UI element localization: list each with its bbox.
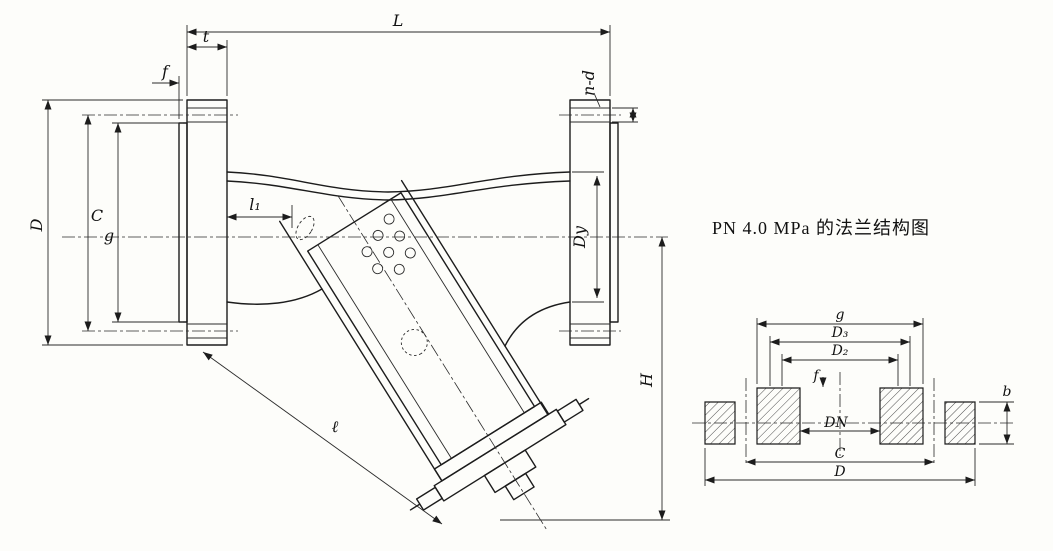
dim-label-ell: ℓ (332, 417, 339, 436)
cap-bolt (556, 398, 584, 423)
dim-flange-b: b (979, 384, 1014, 445)
dim-label-l1: l₁ (249, 195, 261, 214)
dim-t: t (187, 27, 228, 96)
left-flange (82, 99, 238, 346)
dim-label-D: D (27, 218, 46, 232)
dim-label-flange-DN: DN (823, 415, 848, 431)
dim-label-f: f (161, 62, 171, 81)
dim-g: g (104, 122, 183, 323)
dim-flange-f: f (812, 368, 827, 387)
dim-flange-D3: D₃ (769, 325, 911, 386)
hidden-port-ellipse (295, 215, 315, 241)
dim-label-C: C (91, 206, 103, 225)
flange-hatched-section (704, 387, 976, 445)
dim-H: H (500, 237, 670, 521)
dim-n-d: n-d (579, 70, 638, 123)
perforation-holes (361, 213, 416, 275)
flange-section-drawing: g D₃ D₂ f DN C (692, 307, 1016, 486)
dim-label-flange-C: C (835, 446, 846, 462)
dim-Dy: Dy (570, 171, 604, 303)
dim-flange-C: C (746, 446, 934, 466)
dim-flange-D2: D₂ (781, 343, 899, 386)
screen-detail-circle (400, 329, 428, 356)
dim-flange-g: g (756, 307, 924, 384)
dim-label-flange-D: D (833, 464, 845, 480)
dim-label-flange-f: f (812, 368, 821, 384)
cap-bolt (415, 486, 443, 511)
dim-D: D (27, 99, 183, 346)
dim-label-t: t (203, 27, 210, 46)
dim-label-g: g (104, 226, 114, 245)
strainer-body (226, 171, 571, 347)
dim-label-n-d: n-d (579, 70, 598, 96)
right-flange (559, 99, 621, 346)
dim-label-H: H (637, 372, 656, 388)
dim-L: L (186, 11, 611, 96)
dim-l1: l₁ (227, 195, 293, 228)
dim-label-flange-g: g (836, 307, 845, 323)
dim-f: f (152, 62, 180, 119)
dim-label-flange-b: b (1003, 384, 1012, 400)
dim-label-flange-D2: D₂ (831, 343, 849, 359)
dim-C: C (84, 115, 103, 331)
dim-label-L: L (392, 11, 404, 30)
dim-ell: ℓ (202, 351, 443, 525)
dim-flange-DN: DN (800, 415, 880, 435)
y-strainer-drawing: L t f n-d l₁ (27, 11, 670, 531)
dim-flange-D: D (704, 448, 976, 486)
dim-label-flange-D3: D₃ (831, 325, 849, 341)
dim-label-Dy: Dy (570, 225, 589, 249)
flange-figure-caption: PN 4.0 MPa 的法兰结构图 (712, 218, 930, 238)
